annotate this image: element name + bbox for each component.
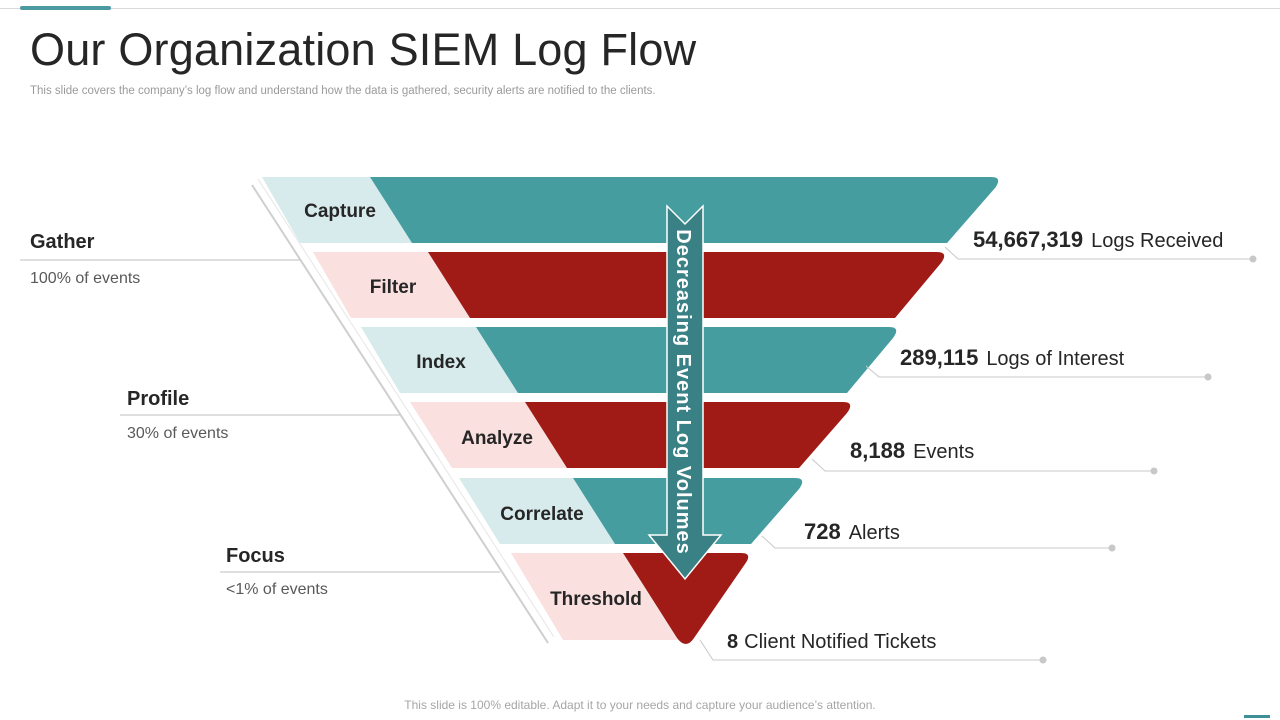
phase-focus: Focus <1% of events bbox=[220, 545, 500, 598]
funnel-segment-capture bbox=[370, 177, 999, 243]
stage-band-filter bbox=[313, 252, 470, 318]
phase-gather: Gather 100% of events bbox=[20, 231, 300, 287]
metric-text: Client Notified Tickets bbox=[744, 631, 936, 653]
funnel-guide-inner bbox=[257, 178, 555, 638]
metric-text: Events bbox=[913, 441, 974, 463]
funnel-guide-outer bbox=[251, 184, 549, 644]
phase-title-profile: Profile bbox=[127, 388, 189, 410]
metric-leader-line bbox=[699, 639, 1043, 661]
stage-band-correlate bbox=[459, 478, 615, 544]
arrow-label: Decreasing Event Log Volumes bbox=[672, 229, 694, 555]
metric-text: Logs Received bbox=[1091, 230, 1223, 252]
metric-leader-dot bbox=[1150, 467, 1158, 475]
corner-accent bbox=[1244, 715, 1270, 718]
metric-label: 8 Client Notified Tickets bbox=[727, 631, 936, 653]
metric-leader-line bbox=[865, 365, 1208, 378]
metric-alerts: 728 Alerts bbox=[761, 519, 1116, 552]
funnel-segments bbox=[370, 177, 999, 644]
stage-label-filter: Filter bbox=[370, 277, 417, 298]
metric-logs-of-interest: 289,115 Logs of Interest bbox=[865, 345, 1212, 381]
metric-value: 728 bbox=[804, 519, 841, 544]
stage-band-capture bbox=[262, 177, 412, 243]
metric-leader-line bbox=[944, 246, 1253, 260]
stage-band-threshold bbox=[511, 553, 678, 640]
stage-label-index: Index bbox=[416, 352, 466, 373]
phase-subtitle-focus: <1% of events bbox=[226, 581, 328, 598]
funnel-segment-threshold bbox=[623, 553, 749, 644]
metric-label: 8,188 Events bbox=[850, 438, 974, 463]
metric-logs-received: 54,667,319 Logs Received bbox=[944, 227, 1257, 263]
stage-band-index bbox=[361, 327, 518, 393]
metric-label: 54,667,319 Logs Received bbox=[973, 227, 1223, 252]
metric-leader-dot bbox=[1039, 656, 1047, 664]
metric-text: Logs of Interest bbox=[986, 348, 1124, 370]
metric-events: 8,188 Events bbox=[811, 438, 1158, 475]
metric-value: 54,667,319 bbox=[973, 227, 1083, 252]
page-subtitle: This slide covers the company’s log flow… bbox=[30, 85, 656, 97]
stage-label-threshold: Threshold bbox=[550, 589, 642, 610]
metric-value: 8,188 bbox=[850, 438, 905, 463]
phase-subtitle-gather: 100% of events bbox=[30, 270, 140, 287]
metric-leader-line bbox=[811, 458, 1154, 472]
stage-band-analyze bbox=[410, 402, 567, 468]
page-title: Our Organization SIEM Log Flow bbox=[30, 24, 697, 75]
metric-leader-dot bbox=[1249, 255, 1257, 263]
metric-leader-dot bbox=[1108, 544, 1116, 552]
metric-value: 8 bbox=[727, 631, 738, 653]
metric-text: Alerts bbox=[849, 522, 900, 544]
metric-leader-dot bbox=[1204, 373, 1212, 381]
phase-title-gather: Gather bbox=[30, 231, 95, 253]
stage-label-analyze: Analyze bbox=[461, 428, 533, 449]
phase-title-focus: Focus bbox=[226, 545, 285, 567]
metric-label: 289,115 Logs of Interest bbox=[900, 345, 1125, 370]
stage-label-capture: Capture bbox=[304, 201, 376, 222]
phase-profile: Profile 30% of events bbox=[120, 388, 400, 442]
metric-value: 289,115 bbox=[900, 345, 978, 370]
top-accent-bar bbox=[20, 6, 111, 10]
metric-leader-line bbox=[761, 535, 1112, 549]
top-divider bbox=[0, 8, 1280, 9]
stage-label-correlate: Correlate bbox=[500, 504, 583, 525]
phase-subtitle-profile: 30% of events bbox=[127, 425, 228, 442]
funnel-bands bbox=[262, 177, 678, 640]
decreasing-volume-arrow bbox=[647, 204, 723, 581]
metric-label: 728 Alerts bbox=[804, 519, 900, 544]
metric-client-notified-tickets: 8 Client Notified Tickets bbox=[699, 631, 1047, 664]
footer-note: This slide is 100% editable. Adapt it to… bbox=[404, 698, 876, 712]
